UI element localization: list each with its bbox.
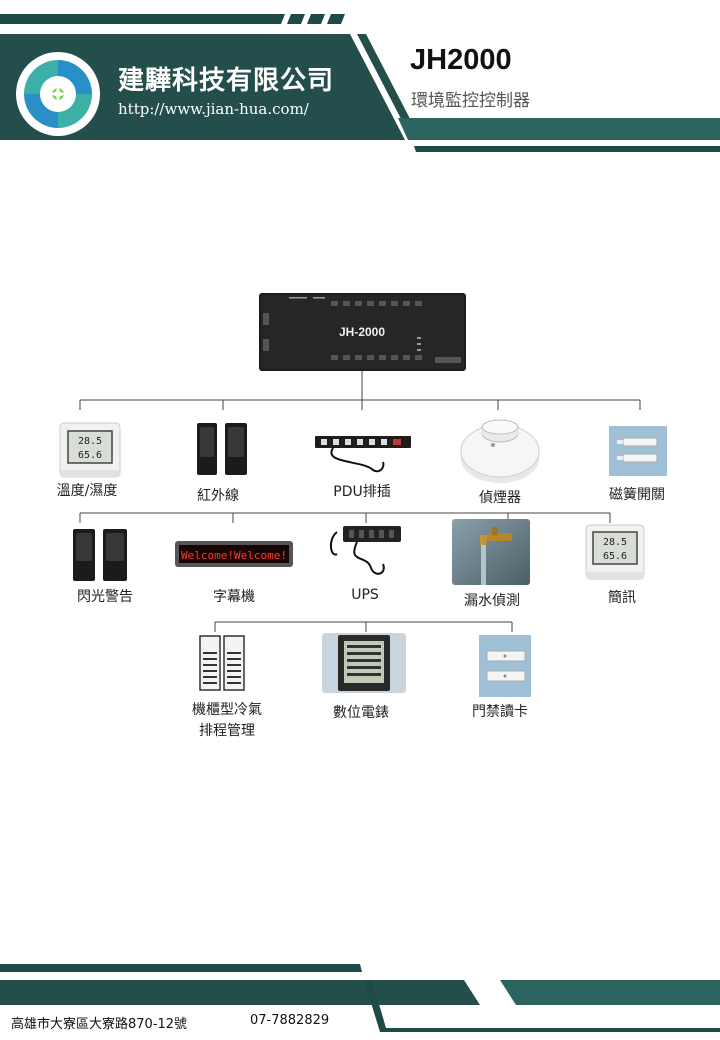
controller-device: JH-2000 [259, 293, 466, 371]
label-water-leak: 漏水偵測 [464, 593, 520, 609]
reed-switch [609, 426, 667, 476]
label-strobe: 閃光警告 [77, 589, 133, 605]
strobe-warning [73, 529, 127, 581]
label-smoke: 偵煙器 [479, 490, 521, 506]
pdu-strip [315, 436, 411, 473]
cabinet-ac [199, 635, 245, 691]
svg-text:Welcome!Welcome!: Welcome!Welcome! [181, 549, 287, 562]
label-schedule: 排程管理 [199, 723, 255, 739]
label-reed-switch: 磁簧開關 [609, 487, 665, 503]
marquee-display: Welcome!Welcome! [175, 541, 293, 567]
controller-label: JH-2000 [339, 325, 385, 339]
ups-device [330, 526, 401, 575]
label-access-card: 門禁讀卡 [472, 704, 528, 720]
company-url[interactable]: http://www.jian-hua.com/ [118, 100, 309, 118]
footer-decoration [0, 964, 720, 1032]
sms-device: 28.5 65.6 [585, 524, 645, 580]
product-model: JH2000 [410, 44, 512, 76]
header-decoration [0, 14, 720, 152]
label-pdu: PDU排插 [333, 484, 391, 500]
company-logo [16, 52, 100, 136]
access-card-reader [479, 635, 531, 697]
label-temp-humidity: 溫度/濕度 [56, 483, 118, 499]
label-marquee: 字幕機 [213, 589, 255, 605]
product-description: 環境監控控制器 [411, 91, 530, 111]
label-infrared: 紅外線 [197, 488, 239, 504]
digital-meter [322, 633, 406, 693]
label-cabinet-ac: 機櫃型冷氣 [192, 702, 262, 718]
svg-text:28.5: 28.5 [603, 537, 627, 548]
label-ups: UPS [351, 587, 379, 603]
svg-text:65.6: 65.6 [603, 551, 627, 562]
label-sms: 簡訊 [608, 590, 636, 606]
water-leak-sensor [452, 519, 530, 585]
company-name: 建驊科技有限公司 [118, 66, 335, 96]
footer-address: 高雄市大寮區大寮路870-12號 [11, 1017, 188, 1032]
smoke-detector [460, 419, 540, 483]
temp-humidity-sensor: 28.5 65.6 [59, 422, 121, 478]
label-digital-meter: 數位電錶 [333, 705, 389, 721]
infrared-sensor [197, 423, 247, 475]
footer-phone: 07-7882829 [250, 1013, 330, 1028]
svg-text:28.5: 28.5 [78, 436, 102, 447]
svg-text:65.6: 65.6 [78, 450, 102, 461]
